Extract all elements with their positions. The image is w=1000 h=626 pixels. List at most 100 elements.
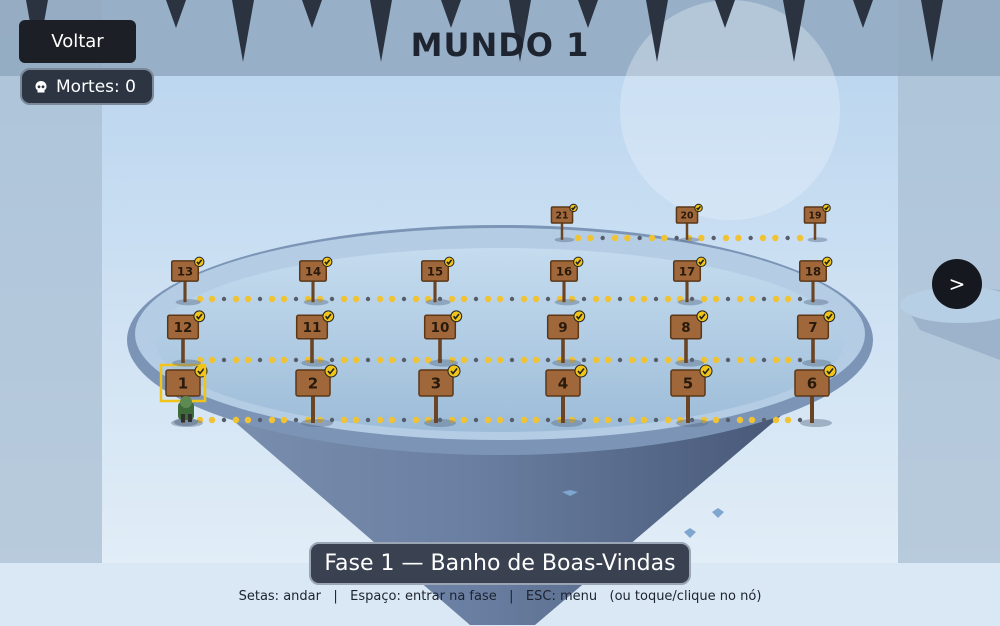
path-dot (473, 357, 479, 363)
sign-post (433, 277, 437, 303)
sign-board (670, 369, 706, 397)
sign-shadow (303, 299, 329, 306)
path-dot (304, 356, 312, 364)
sign-board (798, 260, 828, 282)
level-number: 17 (679, 264, 695, 278)
sign-post (811, 277, 815, 303)
path-dot (329, 357, 335, 363)
path-dot (520, 295, 528, 303)
ceiling-spike (166, 0, 186, 28)
path-dot (473, 417, 479, 423)
level-node-13[interactable]: 13 (170, 256, 205, 306)
level-node-17[interactable]: 17 (672, 256, 707, 306)
sign-board (549, 260, 579, 282)
skull-icon (35, 80, 47, 92)
level-node-9[interactable]: 9 (546, 310, 586, 367)
sign-shadow (301, 359, 330, 367)
level-node-12[interactable]: 12 (166, 310, 206, 367)
path-dot (587, 234, 594, 242)
check-mark (195, 313, 203, 320)
level-node-19[interactable]: 19 (803, 203, 831, 243)
sign-shadow (552, 359, 581, 367)
ceiling-spike (921, 0, 943, 62)
path-dot (748, 295, 756, 303)
path-dot (689, 357, 695, 363)
path-dot (664, 416, 672, 424)
check-mark (696, 205, 702, 211)
sign-shadow (677, 299, 703, 306)
level-number: 6 (807, 375, 817, 393)
level-node-4[interactable]: 4 (545, 364, 588, 427)
path-dot (725, 296, 731, 302)
level-node-18[interactable]: 18 (798, 256, 833, 306)
path-dot (604, 416, 612, 424)
level-node-20[interactable]: 20 (675, 203, 703, 243)
path-dot (268, 356, 276, 364)
path-dot (208, 356, 216, 364)
level-node-8[interactable]: 8 (669, 310, 709, 367)
path-dot (509, 357, 515, 363)
path-dot (340, 295, 348, 303)
path-dot (545, 357, 551, 363)
sign-board (166, 314, 200, 340)
path-dot (617, 417, 623, 423)
path-dot (600, 235, 605, 241)
path-dot (661, 234, 668, 242)
path-dot (280, 295, 288, 303)
level-node-3[interactable]: 3 (418, 364, 461, 427)
path-dot (674, 235, 679, 241)
path-dot (772, 234, 779, 242)
path-dot (316, 295, 324, 303)
level-node-5[interactable]: 5 (670, 364, 713, 427)
back-button[interactable]: Voltar (19, 20, 136, 63)
path-dot (484, 356, 492, 364)
path-dot (556, 295, 564, 303)
path-dot (401, 417, 407, 423)
sign-shadow (679, 237, 700, 243)
check-mark (577, 368, 585, 375)
ice-shard (562, 490, 578, 496)
level-node-11[interactable]: 11 (295, 310, 335, 367)
path-dot (712, 356, 720, 364)
path-dot (388, 356, 396, 364)
check-mark (575, 259, 582, 266)
level-node-16[interactable]: 16 (549, 256, 584, 306)
sign-post (560, 219, 564, 240)
path-dot (640, 416, 648, 424)
level-node-10[interactable]: 10 (423, 310, 463, 367)
sign-shadow (424, 419, 456, 427)
level-node-6[interactable]: 6 (794, 364, 837, 427)
path-dot (196, 416, 204, 424)
level-node-15[interactable]: 15 (420, 256, 455, 306)
check-mark (698, 259, 705, 266)
path-dot (484, 416, 492, 424)
path-dot (689, 417, 695, 423)
ceiling-spike (509, 0, 531, 62)
path-dot (496, 295, 504, 303)
level-number: 15 (427, 264, 443, 278)
ceiling-spike (646, 0, 668, 62)
path-dot (520, 416, 528, 424)
path-dot (424, 295, 432, 303)
path-dot (725, 357, 731, 363)
sign-shadow (675, 359, 704, 367)
level-node-14[interactable]: 14 (298, 256, 333, 306)
level-number: 14 (305, 264, 321, 278)
sign-post (183, 277, 187, 303)
path-dot (797, 296, 803, 302)
sign-board (669, 314, 703, 340)
path-dot (316, 356, 324, 364)
level-number: 2 (308, 375, 318, 393)
next-world-button[interactable]: > (932, 259, 982, 309)
level-node-21[interactable]: 21 (550, 203, 578, 243)
ceiling-spikes (26, 0, 943, 62)
ceiling-spike (232, 0, 254, 62)
player-character (174, 396, 198, 426)
path-dot (448, 356, 456, 364)
level-node-2[interactable]: 2 (295, 364, 338, 427)
path-dot (244, 356, 252, 364)
sign-shadow (175, 299, 201, 306)
ceiling-spike (853, 0, 873, 28)
path-dot (772, 416, 780, 424)
level-node-7[interactable]: 7 (796, 310, 836, 367)
